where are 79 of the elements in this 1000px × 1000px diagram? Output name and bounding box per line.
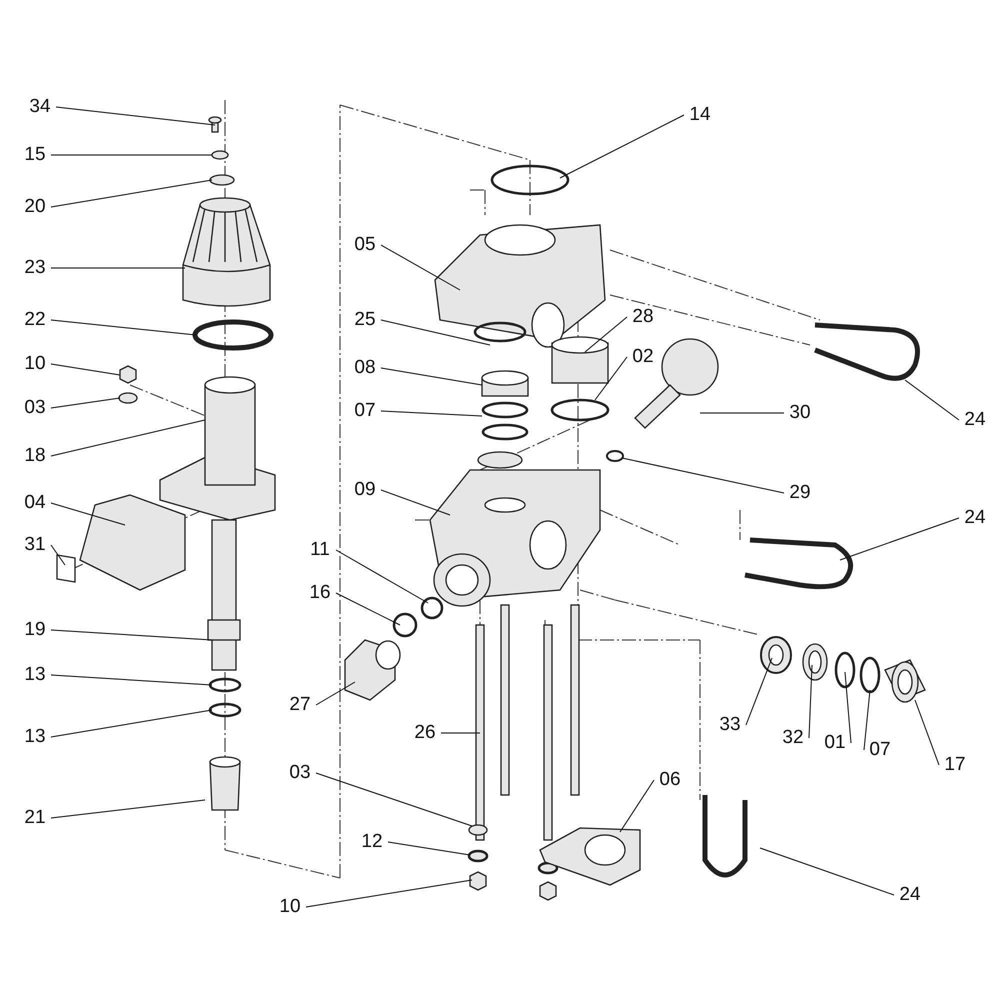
leader-line <box>50 630 212 640</box>
callout-number: 20 <box>24 196 46 218</box>
callout-number: 24 <box>899 884 921 906</box>
leader-line <box>50 320 196 336</box>
leader-line <box>380 410 482 416</box>
callout-number: 07 <box>869 739 891 761</box>
callout-number: 24 <box>964 507 986 529</box>
leader-line <box>336 592 400 626</box>
callout-number: 17 <box>944 754 966 776</box>
callout-number: 23 <box>24 257 46 279</box>
callout-number: 09 <box>354 479 376 501</box>
leader-line <box>316 682 356 706</box>
leader-line <box>840 518 960 560</box>
leader-line <box>864 690 870 750</box>
callout-number: 14 <box>689 104 711 126</box>
leader-line <box>50 154 212 156</box>
leader-line <box>622 458 784 494</box>
leader-line <box>50 420 206 456</box>
leader-line <box>316 772 472 826</box>
callout-number: 11 <box>310 539 330 561</box>
callout-number: 10 <box>279 896 301 918</box>
leader-line <box>50 544 66 566</box>
leader-line <box>914 700 940 766</box>
leader-line <box>560 114 684 178</box>
leader-line <box>50 364 120 376</box>
callout-number: 19 <box>24 619 46 641</box>
callout-number: 06 <box>659 769 681 791</box>
callout-number: 07 <box>354 400 376 422</box>
leader-line <box>844 672 852 744</box>
callout-number: 02 <box>632 346 654 368</box>
callout-number: 15 <box>24 144 46 166</box>
callout-number: 04 <box>24 492 46 514</box>
leader-line <box>440 732 480 734</box>
leader-line <box>50 180 212 208</box>
leader-line <box>808 664 812 738</box>
callout-number: 31 <box>24 534 46 556</box>
leader-line <box>336 550 428 604</box>
leader-line <box>50 674 212 686</box>
leader-line <box>584 316 628 352</box>
callout-number: 29 <box>789 482 811 504</box>
callout-number: 27 <box>289 694 311 716</box>
callout-number: 28 <box>632 306 654 328</box>
leader-line <box>380 368 482 386</box>
callout-number: 03 <box>289 762 311 784</box>
callout-number: 32 <box>782 727 804 749</box>
callout-number: 01 <box>824 732 846 754</box>
callout-number: 26 <box>414 722 436 744</box>
callout-number: 24 <box>964 409 986 431</box>
leader-line <box>746 658 772 726</box>
leader-line <box>56 106 216 126</box>
callout-number: 34 <box>29 96 51 118</box>
leader-line <box>50 800 206 818</box>
callout-number: 03 <box>24 397 46 419</box>
callout-number: 25 <box>354 309 376 331</box>
callout-number: 08 <box>354 357 376 379</box>
callout-number: 30 <box>789 402 811 424</box>
callout-number: 16 <box>309 582 331 604</box>
callout-number: 33 <box>719 714 741 736</box>
callout-number: 12 <box>361 831 383 853</box>
callout-number: 13 <box>24 726 46 748</box>
leader-line <box>50 710 212 738</box>
callout-number: 21 <box>24 807 46 829</box>
leader-line <box>380 244 460 290</box>
callout-number: 13 <box>24 664 46 686</box>
leader-line <box>904 380 960 420</box>
leader-line <box>760 848 894 896</box>
callout-number: 22 <box>24 309 46 331</box>
leader-line <box>620 780 654 832</box>
leader-line <box>306 880 472 908</box>
leader-line <box>380 320 490 346</box>
leader-line <box>50 502 126 526</box>
leader-line <box>380 490 450 516</box>
leader-line <box>50 398 120 408</box>
leader-line <box>700 412 784 414</box>
leader-line <box>388 842 470 856</box>
leader-line <box>594 356 628 400</box>
callout-number: 18 <box>24 445 46 467</box>
callout-number: 05 <box>354 234 376 256</box>
callout-number: 10 <box>24 353 46 375</box>
